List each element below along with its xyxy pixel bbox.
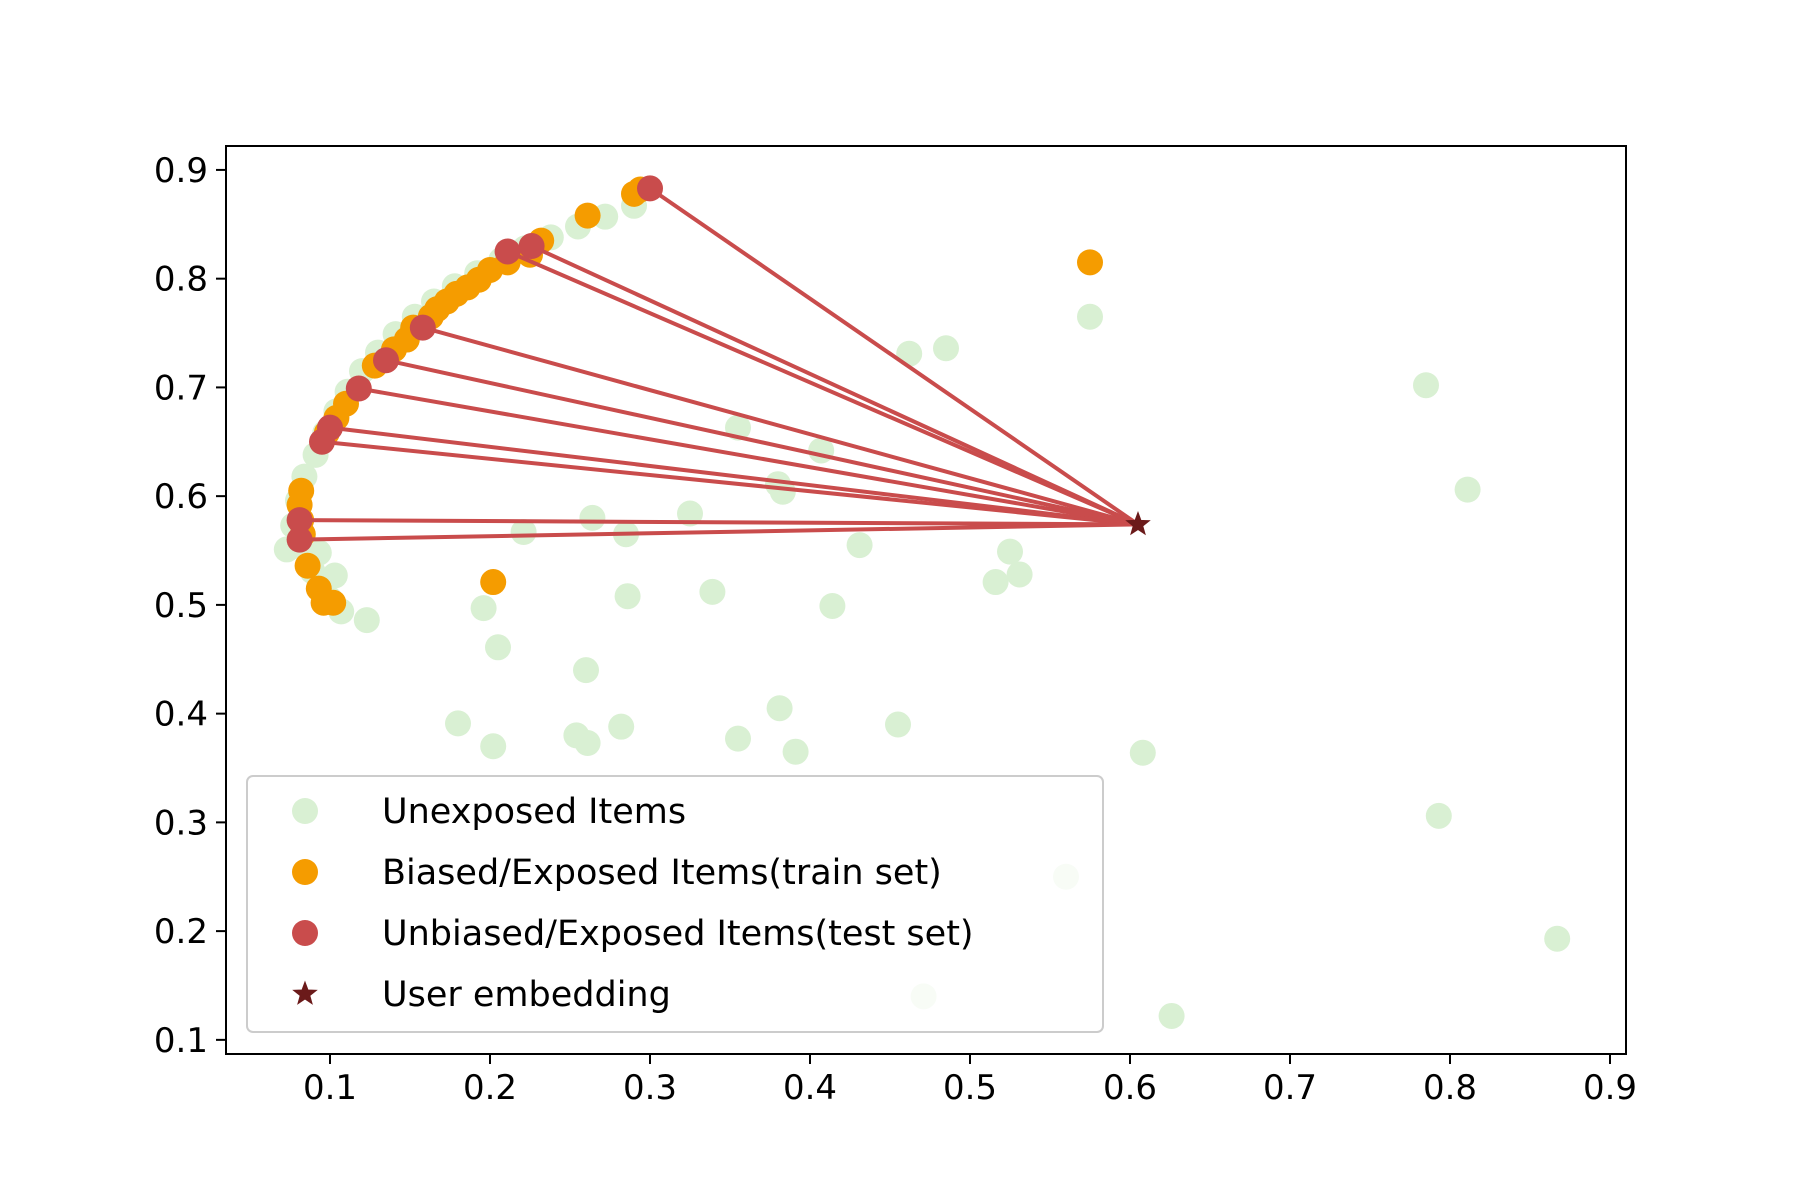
y-tick-label: 0.9 — [154, 151, 208, 191]
test-item-point — [494, 238, 521, 265]
test-item-point — [345, 375, 372, 402]
user-to-item-line — [329, 425, 1139, 527]
x-tick-label: 0.5 — [943, 1068, 997, 1108]
legend-box — [246, 775, 1104, 1033]
x-tick-label: 0.7 — [1263, 1068, 1317, 1108]
unexposed-item-point — [677, 500, 703, 527]
user-to-item-line — [385, 358, 1139, 527]
unexposed-item-point — [1454, 476, 1481, 503]
unexposed-item-point — [608, 713, 635, 740]
user-to-item-line — [506, 249, 1139, 527]
unexposed-item-point — [1425, 802, 1452, 829]
unexposed-item-point — [782, 738, 809, 765]
y-tick-label: 0.5 — [154, 586, 208, 626]
unexposed-item-point — [933, 335, 959, 362]
unexposed-item-point — [485, 634, 511, 661]
y-tick-label: 0.8 — [154, 260, 208, 300]
unexposed-item-point — [353, 607, 380, 634]
unexposed-item-point — [982, 569, 1009, 596]
unexposed-item-point — [470, 595, 497, 622]
unexposed-item-point — [573, 657, 599, 684]
unexposed-item-point — [766, 695, 793, 722]
tick-labels: 0.1 0.2 0.3 0.4 0.5 0.6 0.7 0.8 0.9 0.1 0.2 0.3 0.4 0… — [154, 151, 1637, 1108]
test-item-point — [309, 428, 335, 455]
unexposed-item-point — [614, 583, 641, 610]
unexposed-item-point — [1158, 1002, 1185, 1029]
user-to-item-line — [299, 522, 1139, 542]
unexposed-item-point — [769, 478, 796, 505]
user-to-item-line — [648, 186, 1140, 527]
test-item-point — [637, 175, 663, 202]
user-to-test-item-lines — [299, 186, 1140, 542]
unexposed-item-point — [1077, 303, 1103, 330]
unexposed-item-point — [997, 538, 1023, 565]
test-item-point — [286, 526, 313, 553]
legend-marker — [292, 920, 318, 946]
test-item-point — [409, 314, 436, 341]
user-to-item-line — [358, 386, 1139, 527]
test-item-point — [286, 507, 313, 534]
y-tick-label: 0.7 — [154, 368, 208, 408]
test-item-point — [373, 347, 399, 374]
train-item-point — [320, 589, 347, 616]
user-to-item-line — [321, 439, 1139, 527]
unexposed-item-point — [510, 519, 537, 546]
user-to-item-line — [422, 325, 1139, 527]
legend-marker — [292, 859, 318, 885]
unexposed-item-point — [1413, 372, 1439, 399]
legend-marker — [292, 980, 318, 1005]
x-tick-label: 0.8 — [1423, 1068, 1477, 1108]
y-tick-label: 0.3 — [154, 803, 208, 843]
unexposed-item-point — [846, 532, 873, 559]
unexposed-item-point — [725, 725, 751, 752]
legend-label: Unexposed Items — [382, 792, 686, 832]
user-to-item-line — [530, 244, 1139, 527]
plot-frame — [225, 145, 1627, 1055]
x-tick-label: 0.4 — [783, 1068, 837, 1108]
series-unbiased-exposed-items — [286, 175, 663, 553]
x-tick-label: 0.6 — [1103, 1068, 1157, 1108]
unexposed-item-point — [885, 711, 911, 738]
legend-marker — [292, 798, 318, 824]
legend-label: Biased/Exposed Items(train set) — [382, 853, 942, 893]
train-item-point — [480, 569, 507, 596]
x-tick-label: 0.9 — [1583, 1068, 1637, 1108]
axis-ticks — [216, 168, 1611, 1064]
y-tick-label: 0.4 — [154, 695, 208, 735]
train-item-point — [574, 202, 601, 229]
user-embedding-star — [1125, 510, 1151, 536]
legend-label: Unbiased/Exposed Items(test set) — [382, 914, 974, 954]
y-tick-label: 0.2 — [154, 912, 208, 952]
train-item-point — [1077, 249, 1103, 276]
unexposed-item-point — [574, 729, 601, 756]
unexposed-item-point — [819, 592, 846, 619]
y-tick-label: 0.1 — [154, 1021, 208, 1061]
x-tick-label: 0.1 — [303, 1068, 357, 1108]
train-item-point — [294, 552, 321, 579]
unexposed-item-point — [579, 504, 606, 531]
unexposed-item-point — [445, 710, 471, 737]
unexposed-item-point — [1006, 561, 1033, 588]
unexposed-item-point — [699, 578, 726, 605]
series-user-embedding — [1125, 510, 1151, 536]
unexposed-item-point — [480, 733, 507, 760]
legend-label: User embedding — [382, 975, 671, 1015]
x-tick-label: 0.3 — [623, 1068, 677, 1108]
y-tick-label: 0.6 — [154, 477, 208, 517]
user-to-item-line — [299, 518, 1139, 527]
unexposed-item-point — [1129, 739, 1156, 766]
unexposed-item-point — [1544, 925, 1571, 952]
x-tick-label: 0.2 — [463, 1068, 517, 1108]
test-item-point — [518, 233, 545, 260]
